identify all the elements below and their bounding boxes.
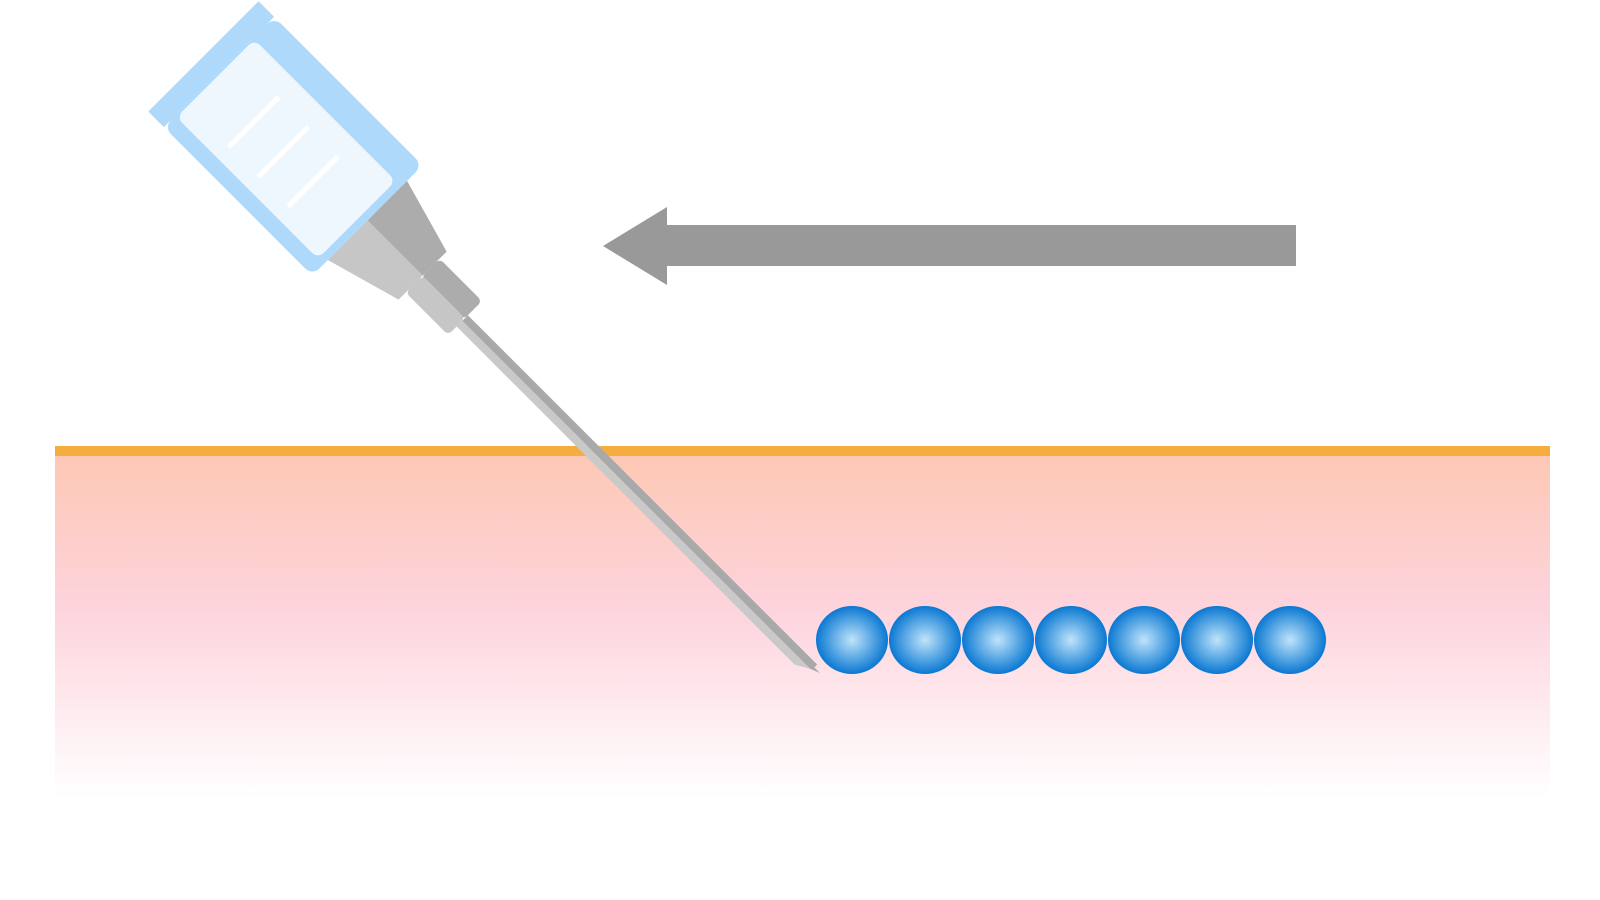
droplet-icon bbox=[1181, 606, 1253, 674]
needle-connector bbox=[407, 260, 480, 333]
needle-hub bbox=[327, 180, 447, 300]
barrel-scale-marks bbox=[226, 95, 340, 209]
droplet-icon bbox=[1035, 606, 1107, 674]
droplet-row bbox=[816, 606, 1326, 674]
droplet-icon bbox=[1254, 606, 1326, 674]
arrow-left-icon bbox=[603, 207, 1296, 285]
droplet-icon bbox=[962, 606, 1034, 674]
droplet-icon bbox=[889, 606, 961, 674]
syringe-icon bbox=[148, 1, 820, 673]
droplet-icon bbox=[1108, 606, 1180, 674]
skin-surface-line bbox=[55, 446, 1550, 456]
droplet-icon bbox=[816, 606, 888, 674]
needle bbox=[456, 315, 820, 673]
skin-tissue bbox=[55, 448, 1550, 798]
skin-layer bbox=[55, 446, 1550, 798]
